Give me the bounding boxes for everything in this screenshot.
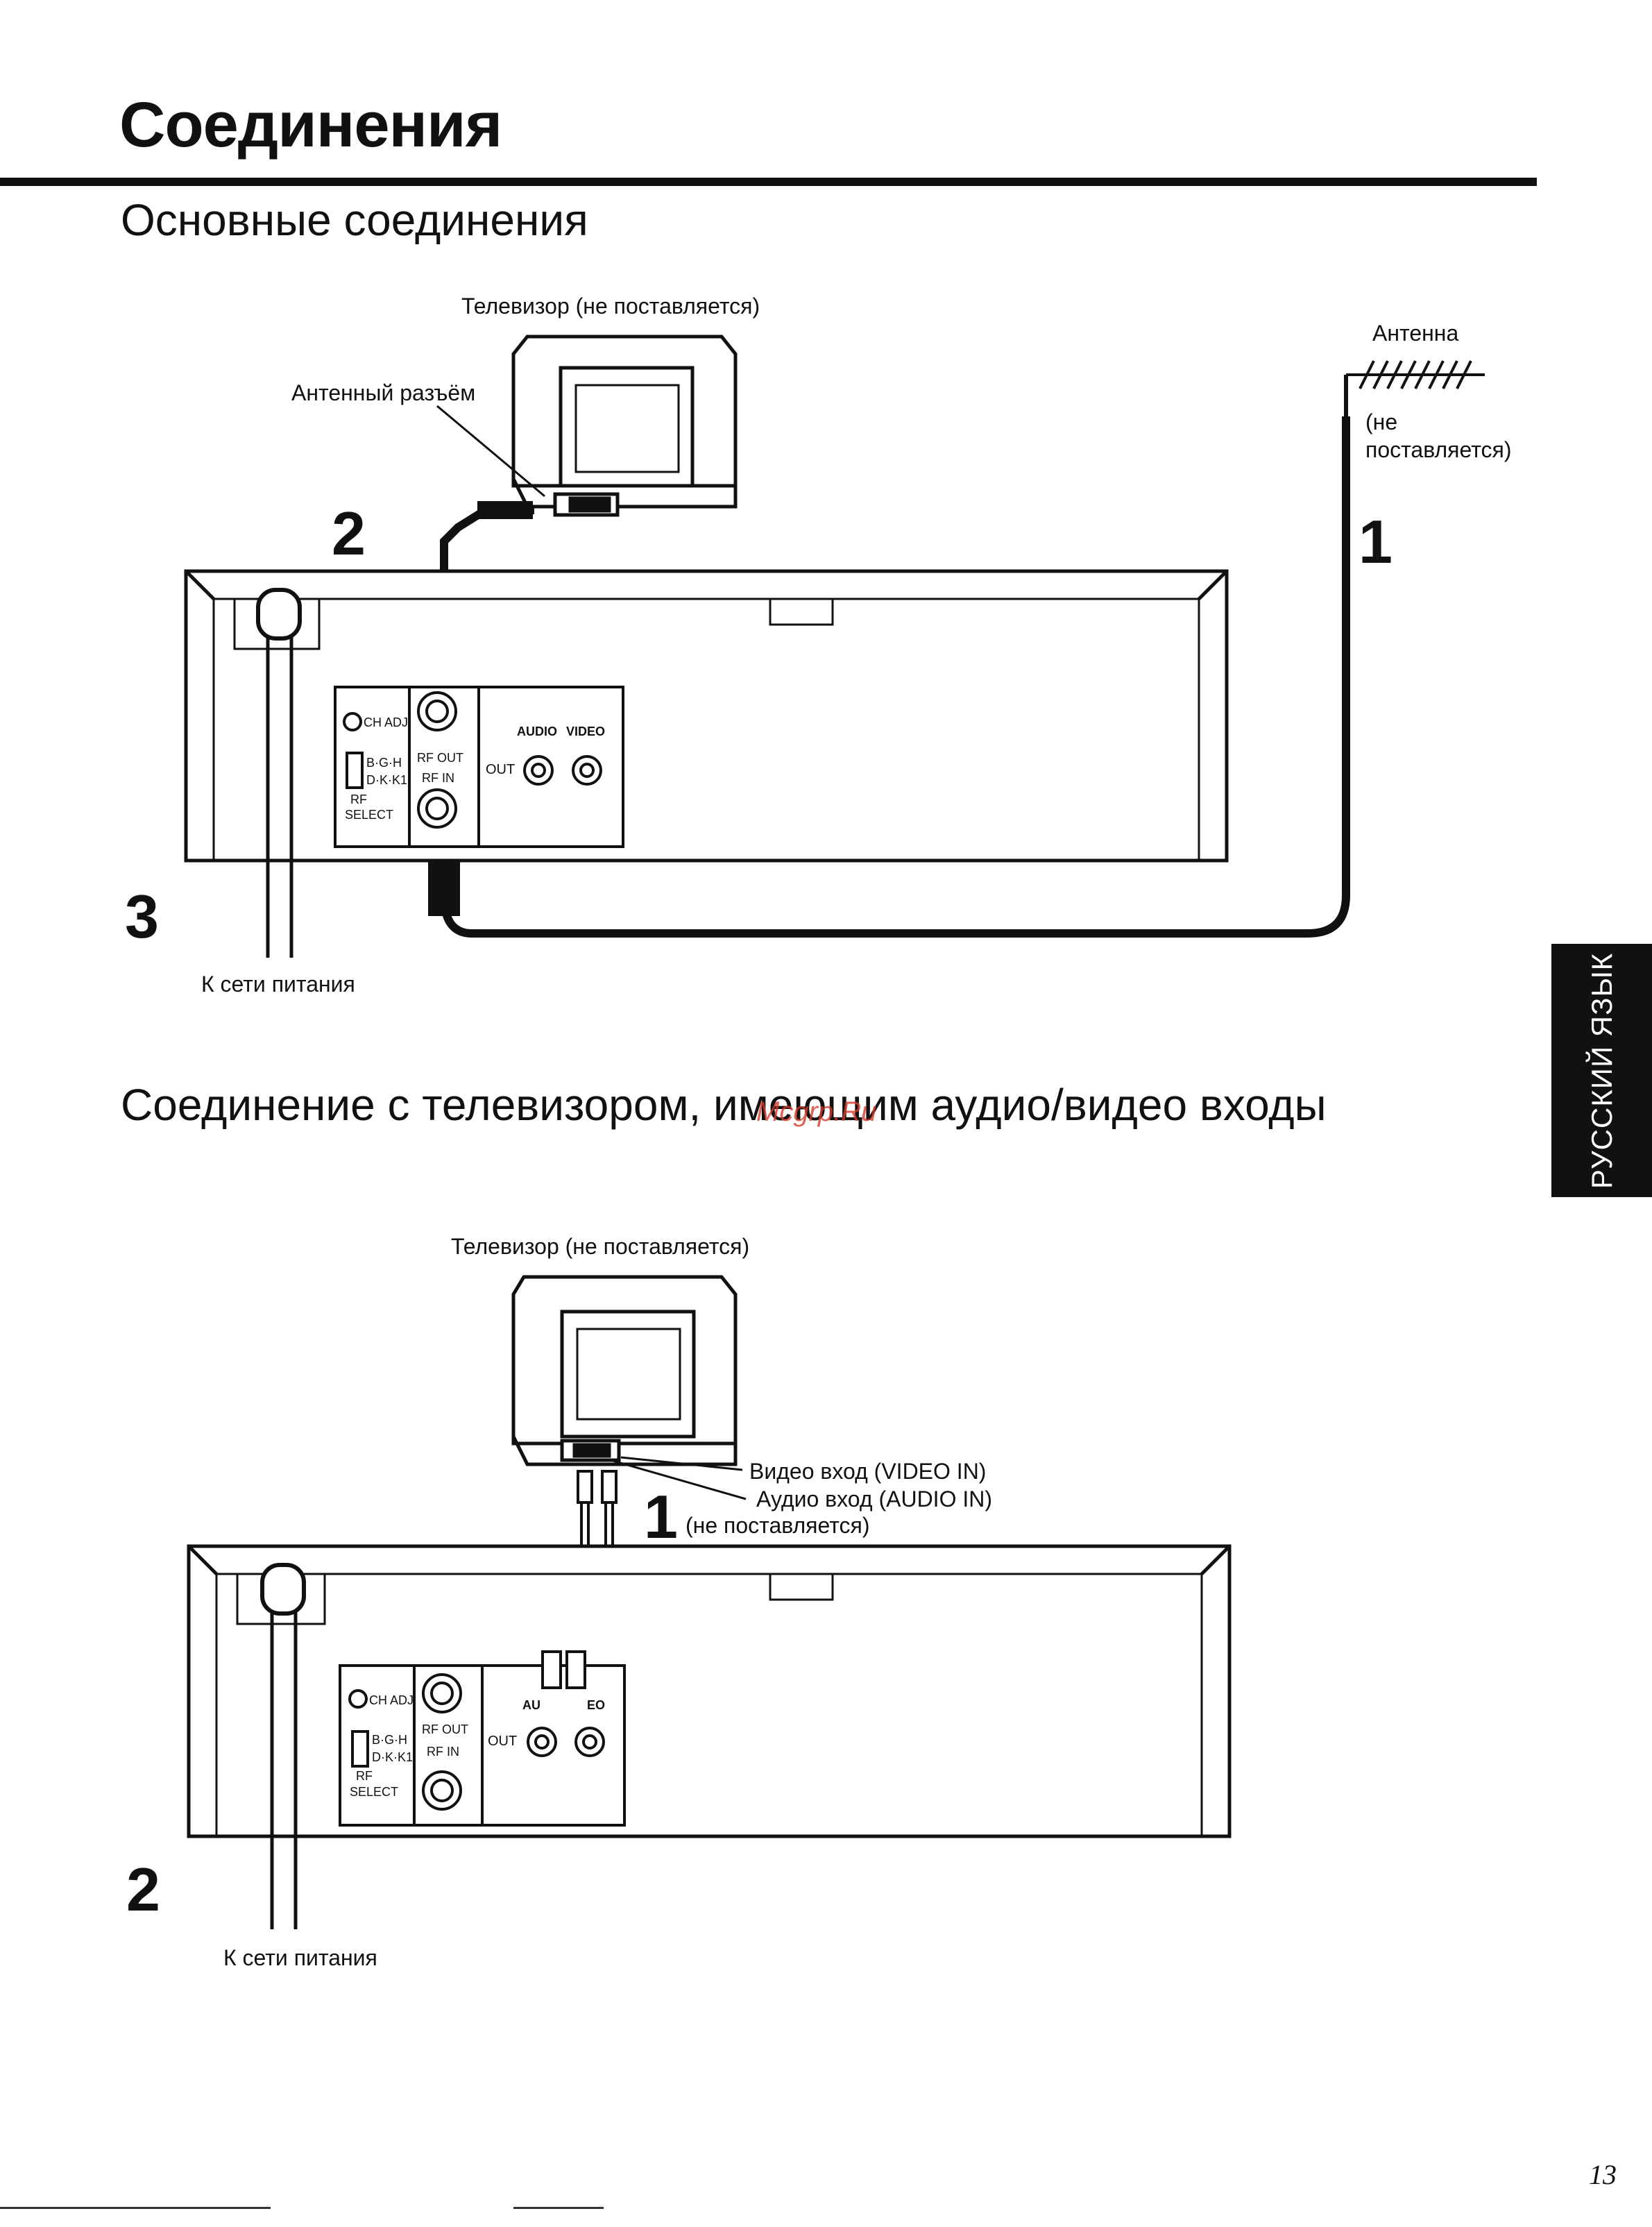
antenna-illustration — [1344, 360, 1485, 416]
cable-note-av: (не поставляется) — [686, 1513, 870, 1538]
footer-rule-left — [0, 2207, 271, 2209]
language-side-tab: РУССКИЙ ЯЗЫК — [1551, 944, 1652, 1197]
antenna-note-line2: поставляется) — [1365, 437, 1512, 462]
title-rule — [0, 178, 1537, 186]
tv-label-basic: Телевизор (не поставляется) — [461, 294, 760, 319]
power-cord — [256, 588, 302, 958]
step-2-basic: 2 — [332, 499, 366, 568]
audio-in-label: Аудио вход (AUDIO IN) — [756, 1487, 992, 1512]
step-1-basic: 1 — [1359, 507, 1393, 576]
section-basic-heading: Основные соединения — [121, 195, 588, 245]
antenna-label: Антенна — [1372, 321, 1459, 346]
out-label: OUT — [486, 762, 515, 777]
step-3-basic: 3 — [125, 882, 159, 951]
page-number: 13 — [1589, 2159, 1617, 2190]
watermark: Mcgrp.Ru — [756, 1096, 877, 1127]
video-in-label: Видео вход (VIDEO IN) — [749, 1459, 987, 1484]
video-label: VIDEO — [566, 725, 605, 738]
section-av-heading: Соединение с телевизором, имеющим аудио/… — [121, 1080, 1327, 1130]
rf-in-label: RF IN — [422, 771, 454, 785]
step-2-av: 2 — [126, 1855, 160, 1924]
language-side-tab-label: РУССКИЙ ЯЗЫК — [1585, 952, 1618, 1189]
antenna-jack-label: Антенный разъём — [291, 380, 476, 405]
tv-label-av: Телевизор (не поставляется) — [451, 1234, 750, 1259]
terminal-panel-labels: CH ADJ RF OUT RF IN B·G·H D·K·K1 RF SELE… — [345, 715, 605, 822]
rf-label: RF — [350, 793, 367, 806]
rf-out-label: RF OUT — [417, 751, 463, 765]
mains-label-av: К сети питания — [223, 1945, 377, 1970]
terminal-panel — [334, 686, 624, 848]
footer-rule-mid — [513, 2207, 604, 2209]
select-label: SELECT — [345, 808, 393, 822]
page-title: Соединения — [119, 90, 502, 160]
ch-adj-label: CH ADJ — [364, 715, 408, 729]
mains-label-basic: К сети питания — [201, 972, 355, 997]
audio-label: AUDIO — [517, 725, 557, 738]
tv-set-illustration — [511, 335, 738, 517]
dkk1-label: D·K·K1 — [366, 773, 407, 787]
antenna-jack-pointer — [436, 405, 545, 498]
step-1-av: 1 — [644, 1482, 678, 1551]
bgh-label: B·G·H — [366, 756, 402, 770]
antenna-note-line1: (не — [1365, 409, 1398, 434]
